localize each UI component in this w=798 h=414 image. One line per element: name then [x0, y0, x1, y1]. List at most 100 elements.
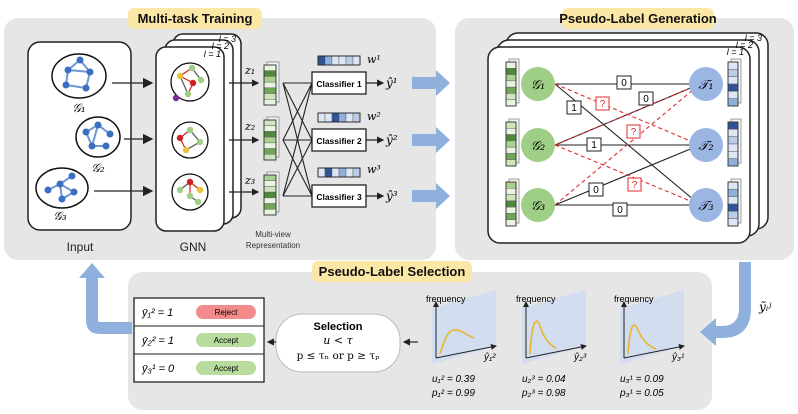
vector-cell	[263, 99, 277, 106]
unknown-label-2: ?	[631, 127, 637, 138]
plot-uncertainty: u₁² = 0.39	[432, 374, 475, 385]
flow-arrow-down-left	[700, 262, 751, 346]
plot-plane	[522, 290, 586, 364]
vector-cell	[727, 91, 739, 99]
source-node-1-label: 𝒢₁	[531, 78, 545, 93]
target-node-3	[689, 188, 723, 222]
view-vector-1	[263, 61, 280, 106]
pseudo-sel-title-bg	[312, 261, 472, 282]
vector-cell	[263, 81, 277, 89]
vector-cell	[263, 180, 277, 187]
vector-cell	[505, 61, 517, 69]
input-graph-1-label: 𝒢₁	[72, 101, 85, 115]
target-node-1-label: 𝒯₁	[698, 78, 713, 93]
target-node-2-label: 𝒯₂	[698, 139, 713, 154]
vector-cell	[727, 83, 739, 92]
vector-cell	[505, 86, 517, 94]
plot-uncertainty: u₂³ = 0.04	[522, 374, 566, 385]
edge-label-box-5	[588, 182, 604, 197]
vector-cell	[727, 129, 739, 137]
weight-cell	[317, 112, 326, 123]
edge-label-box-2	[638, 91, 654, 106]
vector-cell	[727, 158, 739, 167]
weight-cell	[338, 167, 347, 178]
input-graph-3	[35, 167, 89, 209]
plot-x-axis	[623, 344, 685, 359]
pseudo-sel-title: Pseudo-Label Selection	[319, 264, 466, 279]
vector-cell	[505, 140, 517, 148]
weight-cell	[324, 167, 333, 178]
weight-cell	[317, 55, 326, 66]
vector-cell	[727, 121, 739, 130]
selection-criteria-line2: p ≤ τₙ or p ≥ τₚ	[297, 350, 380, 362]
selection-decision-pill	[196, 333, 256, 347]
weight-cell	[338, 55, 347, 66]
pseudo-gen-title: Pseudo-Label Generation	[559, 11, 717, 26]
plot-xlabel: ŷ₁²	[483, 352, 496, 363]
plot-xlabel: ŷ₂³	[573, 352, 587, 363]
view-classifier-connections	[282, 82, 313, 197]
edge-label-5: 0	[593, 185, 599, 196]
vector-cell	[263, 64, 277, 71]
weight-cell	[338, 112, 347, 123]
vector-cell	[263, 119, 277, 126]
vector-cell	[263, 209, 277, 216]
target-node-1	[689, 67, 723, 101]
gnn-layer-label-2: l = 2	[212, 41, 229, 51]
selection-row-label: ȳ₃¹ = 0	[141, 363, 175, 375]
vector-cell	[727, 151, 739, 159]
gnn-graph-2	[171, 121, 209, 159]
plot-distribution-curve	[439, 328, 475, 355]
source-node-3-label: 𝒢₃	[531, 199, 545, 214]
plot-probability: p₁² = 0.99	[431, 388, 475, 399]
vector-cell	[505, 146, 517, 154]
input-graph-3-label: 𝒢₃	[53, 209, 67, 223]
weight-cell	[345, 167, 354, 178]
target-node-3-label: 𝒯₃	[698, 199, 713, 214]
vector-cell	[263, 154, 277, 161]
gen-layer-label-2: l = 2	[736, 40, 753, 50]
source-node-2-label: 𝒢₂	[531, 139, 545, 154]
vector-cell	[263, 148, 277, 155]
selection-decision-label: Accept	[214, 364, 239, 373]
weight-cell	[331, 112, 340, 123]
multiview-label-1: Multi-view	[255, 230, 291, 239]
plot-ylabel: frequency	[426, 294, 466, 304]
vector-cell	[727, 61, 739, 70]
input-graph-1	[51, 53, 107, 99]
vector-cell	[727, 196, 739, 205]
source-vector-3	[505, 178, 520, 227]
vector-cell	[263, 203, 277, 210]
target-node-2	[689, 128, 723, 162]
vector-cell	[727, 211, 739, 219]
output-label-2: ŷ²	[385, 133, 398, 147]
output-label-1: ŷ¹	[385, 76, 398, 90]
multi-task-title-bg	[128, 8, 262, 29]
vector-cell	[505, 219, 517, 227]
multi-task-title: Multi-task Training	[138, 11, 253, 26]
vector-cell	[263, 87, 277, 94]
vector-cell	[263, 76, 277, 83]
unknown-label-box-2	[626, 124, 641, 139]
weight-cell	[324, 55, 333, 66]
input-graph-2-label: 𝒢₂	[91, 161, 105, 175]
vector-cell	[263, 131, 277, 138]
view-label-3: z₃	[244, 174, 255, 187]
gnn-layer-label-3: l = 3	[219, 34, 236, 44]
edge-label-box-3	[566, 100, 582, 115]
weight-vector-1	[317, 55, 361, 66]
gen-layer-label-1: l = 1	[727, 47, 744, 57]
view-label-1: z₁	[244, 64, 255, 77]
edge-label-box-4	[586, 137, 602, 152]
weight-label-2: w²	[367, 110, 381, 123]
vector-cell	[505, 153, 517, 160]
plot-distribution-curve	[627, 324, 657, 355]
selection-row-label: ȳ₁² = 1	[141, 307, 173, 319]
selection-decision-pill	[196, 305, 256, 319]
vector-cell	[505, 200, 517, 208]
multiview-label-2: Representation	[246, 241, 300, 250]
vector-cell	[263, 142, 277, 149]
plot-x-axis	[525, 344, 587, 359]
